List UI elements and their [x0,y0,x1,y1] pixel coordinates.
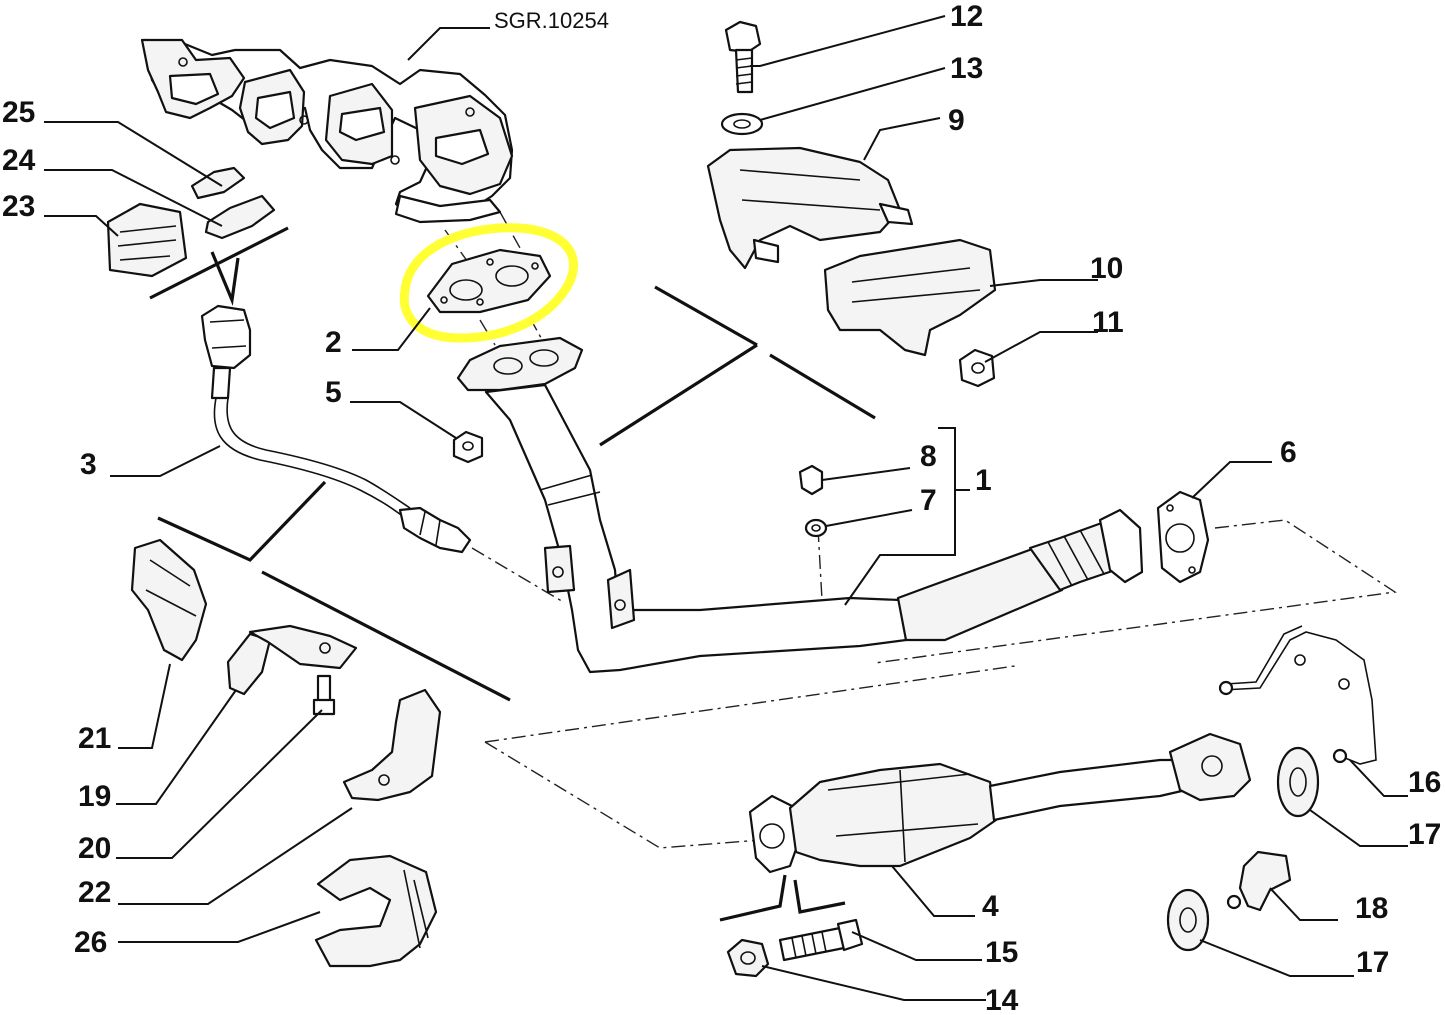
label-22: 22 [78,876,111,909]
label-17a: 17 [1408,818,1441,851]
label-7: 7 [920,484,937,517]
label-24: 24 [2,144,36,177]
nut-part-5 [452,430,484,464]
bolt-part-12 [724,20,762,94]
label-19: 19 [78,780,111,813]
connector-part-23 [106,202,188,278]
label-1: 1 [975,464,992,497]
bolt-part-15 [778,918,864,962]
label-3: 3 [80,448,97,481]
bracket-part-21 [130,538,208,662]
exhaust-manifold [140,38,514,224]
gasket-part-2 [426,248,552,314]
bolt-part-8 [798,464,824,496]
label-12: 12 [950,0,983,33]
screw-part-20 [312,674,336,716]
leader-manifold [407,27,490,61]
label-17b: 17 [1356,946,1389,979]
flange-gasket-part-6 [1156,490,1210,584]
clip-part-24 [204,194,276,240]
label-20: 20 [78,832,111,865]
label-18: 18 [1355,892,1388,925]
bracket-part-1 [844,427,970,606]
label-4: 4 [982,890,999,923]
heat-shield-part-9 [706,146,914,270]
front-exhaust-pipe [456,336,1144,674]
washer-part-13 [720,112,764,136]
label-9: 9 [948,104,965,137]
bracket-part-22 [342,688,442,802]
label-5: 5 [325,376,342,409]
nut-part-14 [726,938,770,978]
nut-part-11 [958,348,996,388]
heat-shield-part-10 [823,238,997,357]
leader-lines [44,15,1408,1001]
label-11: 11 [1092,306,1124,339]
label-23: 23 [2,190,35,223]
bracket-part-18 [1226,850,1292,912]
manifold-reference: SGR.10254 [494,8,609,33]
label-25: 25 [2,96,35,129]
label-21: 21 [78,722,111,755]
separator-lines [149,226,876,922]
label-10: 10 [1090,252,1123,285]
label-14: 14 [985,984,1019,1015]
catalytic-converter-part-4 [748,732,1252,874]
hanger-part-16 [1218,625,1377,765]
rubber-mount-part-17b [1166,888,1210,952]
gasket-highlight [399,223,579,343]
oxygen-sensor-part-3 [200,304,472,554]
label-2: 2 [325,326,342,359]
label-8: 8 [920,440,937,473]
rubber-mount-part-17a [1276,746,1320,818]
clamp-part-26 [314,854,438,968]
label-16: 16 [1408,766,1441,799]
label-13: 13 [950,52,983,85]
label-6: 6 [1280,436,1297,469]
washer-part-7 [804,518,828,538]
clamp-part-19 [226,624,358,696]
label-15: 15 [985,936,1018,969]
label-26: 26 [74,926,107,959]
